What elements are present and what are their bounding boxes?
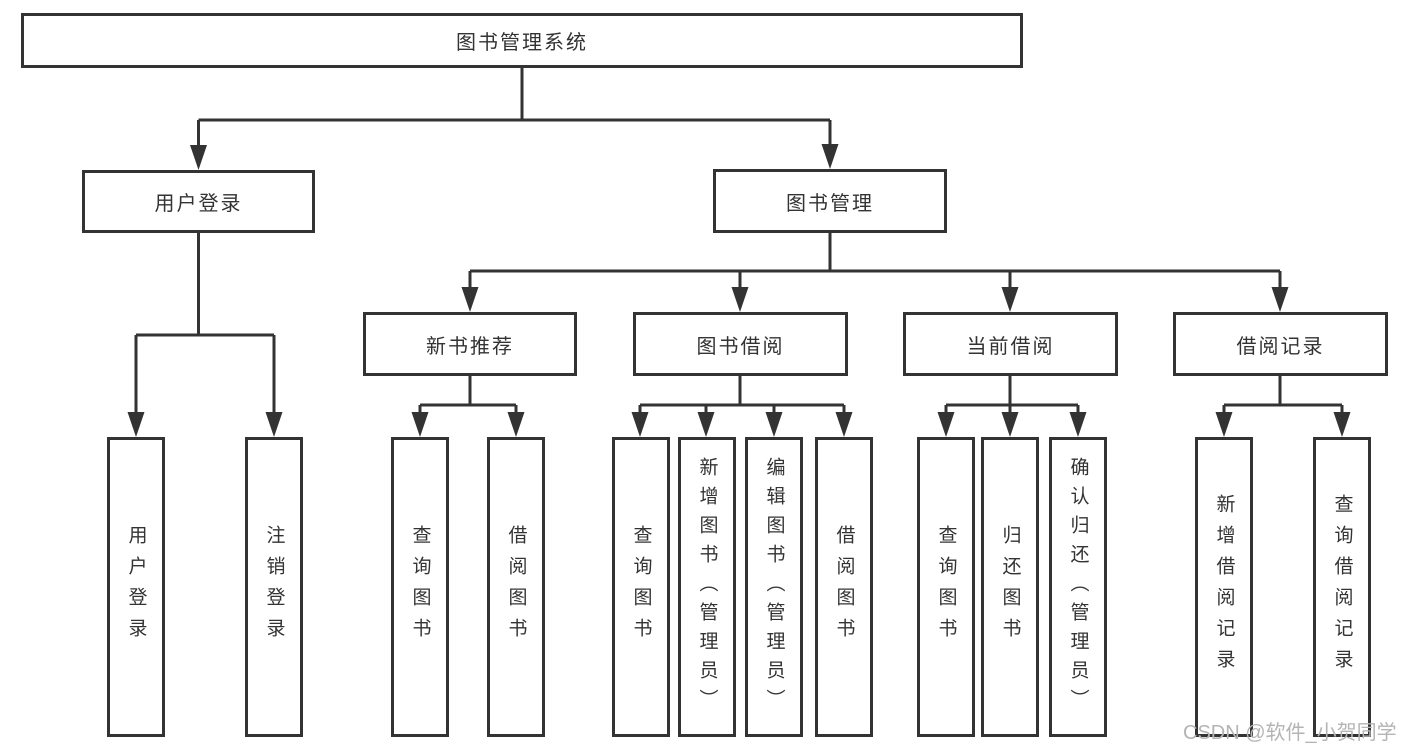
node-label: 图书借阅 [696, 335, 785, 358]
node-user-login: 用户登录 [82, 170, 315, 233]
node-label: 查询图书 [935, 525, 957, 649]
node-label: 确认归还（管理员） [1067, 456, 1089, 718]
node-leaf-edit-book-admin: 编辑图书（管理员） [745, 437, 803, 737]
node-label: 查询图书 [630, 525, 652, 649]
node-leaf-add-borrow-record: 新增借阅记录 [1195, 437, 1253, 737]
node-leaf-borrow-books-rec: 借阅图书 [487, 437, 545, 737]
node-leaf-query-borrow-record: 查询借阅记录 [1313, 437, 1371, 737]
node-leaf-logout: 注销登录 [245, 437, 303, 737]
node-label: 注销登录 [263, 525, 285, 649]
node-leaf-borrow-books: 借阅图书 [815, 437, 873, 737]
node-label: 查询借阅记录 [1331, 494, 1353, 680]
node-leaf-return-books: 归还图书 [981, 437, 1039, 737]
node-label: 编辑图书（管理员） [763, 456, 785, 718]
node-current-borrowing: 当前借阅 [903, 312, 1118, 376]
node-label: 用户登录 [125, 525, 147, 649]
csdn-watermark: CSDN @软件_小贺同学 [1183, 722, 1397, 744]
node-leaf-user-login: 用户登录 [107, 437, 165, 737]
node-label: 用户登录 [154, 193, 243, 215]
node-label: 查询图书 [409, 525, 431, 649]
node-system-root: 图书管理系统 [21, 13, 1023, 68]
node-label: 图书管理 [786, 192, 874, 215]
node-new-book-recommend: 新书推荐 [363, 312, 577, 376]
node-label: 图书管理系统 [456, 32, 588, 54]
node-label: 当前借阅 [966, 335, 1055, 358]
node-label: 借阅图书 [833, 525, 855, 649]
node-label: 新增借阅记录 [1213, 494, 1235, 680]
node-leaf-query-books-borrow: 查询图书 [612, 437, 670, 737]
node-borrowing-records: 借阅记录 [1173, 312, 1388, 376]
node-label: 新增图书（管理员） [696, 456, 718, 718]
node-leaf-query-books-rec: 查询图书 [391, 437, 449, 737]
node-label: 新书推荐 [426, 335, 514, 358]
node-book-borrowing: 图书借阅 [633, 312, 848, 376]
node-leaf-confirm-return-admin: 确认归还（管理员） [1049, 437, 1107, 737]
node-leaf-query-books-current: 查询图书 [917, 437, 975, 737]
node-book-management: 图书管理 [713, 169, 947, 233]
node-leaf-add-book-admin: 新增图书（管理员） [678, 437, 736, 737]
arrowhead-icons [127, 144, 1351, 437]
node-label: 借阅图书 [505, 525, 527, 649]
node-label: 归还图书 [999, 525, 1021, 649]
node-label: 借阅记录 [1236, 335, 1325, 358]
